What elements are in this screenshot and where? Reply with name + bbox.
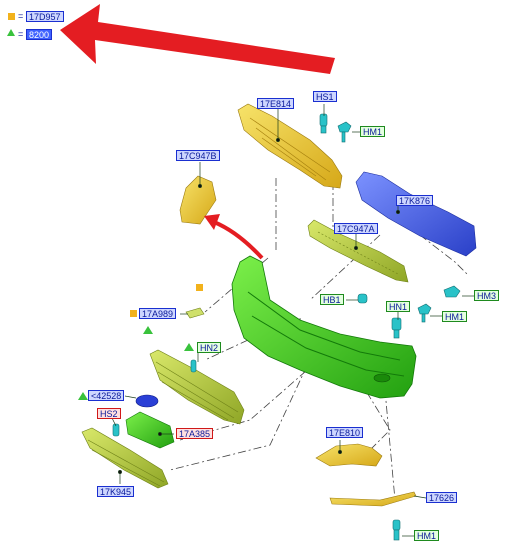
label-42528[interactable]: <42528 bbox=[88, 390, 125, 401]
legend-equals-2: = bbox=[18, 29, 24, 39]
legend-equals-1: = bbox=[18, 11, 24, 21]
part-bumper-cover-shape bbox=[231, 255, 417, 399]
part-17E814-shape bbox=[237, 103, 343, 189]
leader-lines bbox=[111, 104, 474, 537]
clip-icon-hm1-bottom bbox=[392, 519, 401, 541]
label-HM1-bottom[interactable]: HM1 bbox=[414, 530, 440, 541]
label-17A385[interactable]: 17A385 bbox=[176, 428, 214, 439]
label-17C947A[interactable]: 17C947A bbox=[334, 223, 378, 234]
label-17E814[interactable]: 17E814 bbox=[257, 98, 295, 109]
legend-square-icon bbox=[8, 12, 15, 23]
clip-icon-hs1 bbox=[319, 113, 328, 134]
part-17C947A-shape bbox=[307, 219, 409, 283]
label-HS1[interactable]: HS1 bbox=[313, 91, 337, 102]
label-17626[interactable]: 17626 bbox=[426, 492, 458, 503]
clip-icon-hn2 bbox=[190, 359, 197, 373]
label-HS2[interactable]: HS2 bbox=[97, 408, 121, 419]
label-HN1[interactable]: HN1 bbox=[386, 301, 411, 312]
part-17C947B-shape bbox=[179, 175, 217, 225]
clip-icon-hb1 bbox=[357, 293, 368, 304]
part-17626-shape bbox=[329, 491, 417, 507]
label-HN2[interactable]: HN2 bbox=[197, 342, 222, 353]
triangle-icon-hn2 bbox=[184, 343, 194, 351]
square-icon-bumper bbox=[196, 284, 203, 291]
label-HB1[interactable]: HB1 bbox=[320, 294, 344, 305]
red-pointer-arrow bbox=[60, 4, 335, 74]
clip-icon-hn1 bbox=[391, 317, 402, 339]
part-17K876-shape bbox=[355, 171, 477, 257]
label-HM3[interactable]: HM3 bbox=[474, 290, 500, 301]
part-42528-emblem-shape bbox=[135, 394, 159, 408]
square-icon-17A989 bbox=[130, 310, 137, 317]
clip-icon-hs2 bbox=[112, 423, 120, 437]
triangle-icon-42528 bbox=[78, 392, 88, 400]
part-upper-grille-shape bbox=[149, 349, 245, 425]
label-17A989[interactable]: 17A989 bbox=[139, 308, 177, 319]
fastener-icons bbox=[112, 113, 461, 541]
part-markers bbox=[78, 284, 203, 400]
triangle-icon-grille bbox=[143, 326, 153, 334]
red-curved-arrow bbox=[204, 214, 264, 260]
assembly-lines bbox=[169, 178, 469, 501]
label-17K876[interactable]: 17K876 bbox=[396, 195, 434, 206]
clip-icon-hm1-top bbox=[337, 121, 352, 143]
label-HM1-mid[interactable]: HM1 bbox=[442, 311, 468, 322]
legend-code-17D957[interactable]: 17D957 bbox=[26, 11, 64, 22]
label-17K945[interactable]: 17K945 bbox=[97, 486, 135, 497]
clip-icon-hm3 bbox=[443, 285, 461, 298]
legend-code-8200[interactable]: 8200 bbox=[26, 29, 53, 40]
part-17A989-shape bbox=[185, 307, 205, 319]
label-HM1-top[interactable]: HM1 bbox=[360, 126, 386, 137]
legend-triangle-icon bbox=[7, 28, 15, 39]
part-17A385-shape bbox=[125, 411, 175, 449]
label-17C947B[interactable]: 17C947B bbox=[176, 150, 220, 161]
part-17K945-shape bbox=[81, 427, 169, 489]
clip-icon-hm1-mid bbox=[417, 303, 432, 323]
part-17E810-shape bbox=[315, 443, 383, 467]
label-17E810[interactable]: 17E810 bbox=[326, 427, 364, 438]
